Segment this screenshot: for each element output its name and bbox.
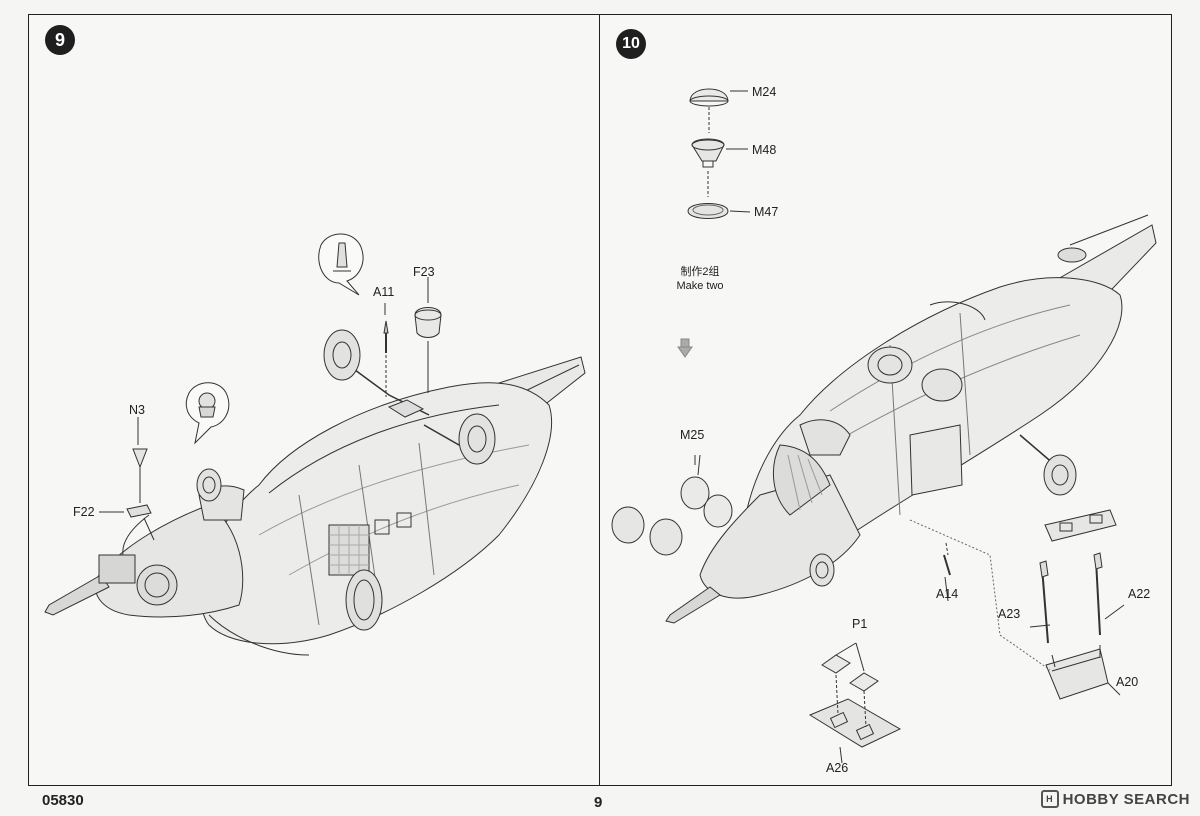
part-label-a22: A22 xyxy=(1128,587,1151,601)
step-9-helicopter-drawing xyxy=(44,233,586,656)
part-label-f22: F22 xyxy=(73,505,95,519)
step-9-badge: 9 xyxy=(45,25,75,55)
make-two-note: 制作2组 Make two xyxy=(670,265,730,293)
part-label-a23: A23 xyxy=(998,607,1021,621)
part-label-a20: A20 xyxy=(1116,675,1139,689)
watermark-logo-icon: H xyxy=(1040,790,1059,808)
part-label-a26: A26 xyxy=(826,761,849,775)
step-10-badge: 10 xyxy=(616,29,646,59)
part-label-n3: N3 xyxy=(129,403,145,417)
page-number: 9 xyxy=(594,794,603,811)
make-two-note-cn: 制作2组 xyxy=(680,266,720,278)
step-10-panel: 10 xyxy=(600,14,1172,786)
step-9-panel: 9 xyxy=(28,14,600,786)
part-label-m24: M24 xyxy=(752,85,777,99)
make-two-note-en: Make two xyxy=(676,280,724,292)
part-label-a11: A11 xyxy=(373,285,395,299)
catalog-number: 05830 xyxy=(42,792,84,809)
part-label-a14: A14 xyxy=(936,587,959,601)
watermark-text: HOBBY SEARCH xyxy=(1062,790,1190,808)
step-10-helicopter-drawing xyxy=(611,88,1157,764)
part-label-p1: P1 xyxy=(852,617,868,631)
part-label-f23: F23 xyxy=(413,265,435,279)
part-label-m25: M25 xyxy=(680,428,705,442)
part-label-m47: M47 xyxy=(754,205,779,219)
part-label-m48: M48 xyxy=(752,143,777,157)
watermark: H HOBBY SEARCH xyxy=(1040,790,1190,808)
